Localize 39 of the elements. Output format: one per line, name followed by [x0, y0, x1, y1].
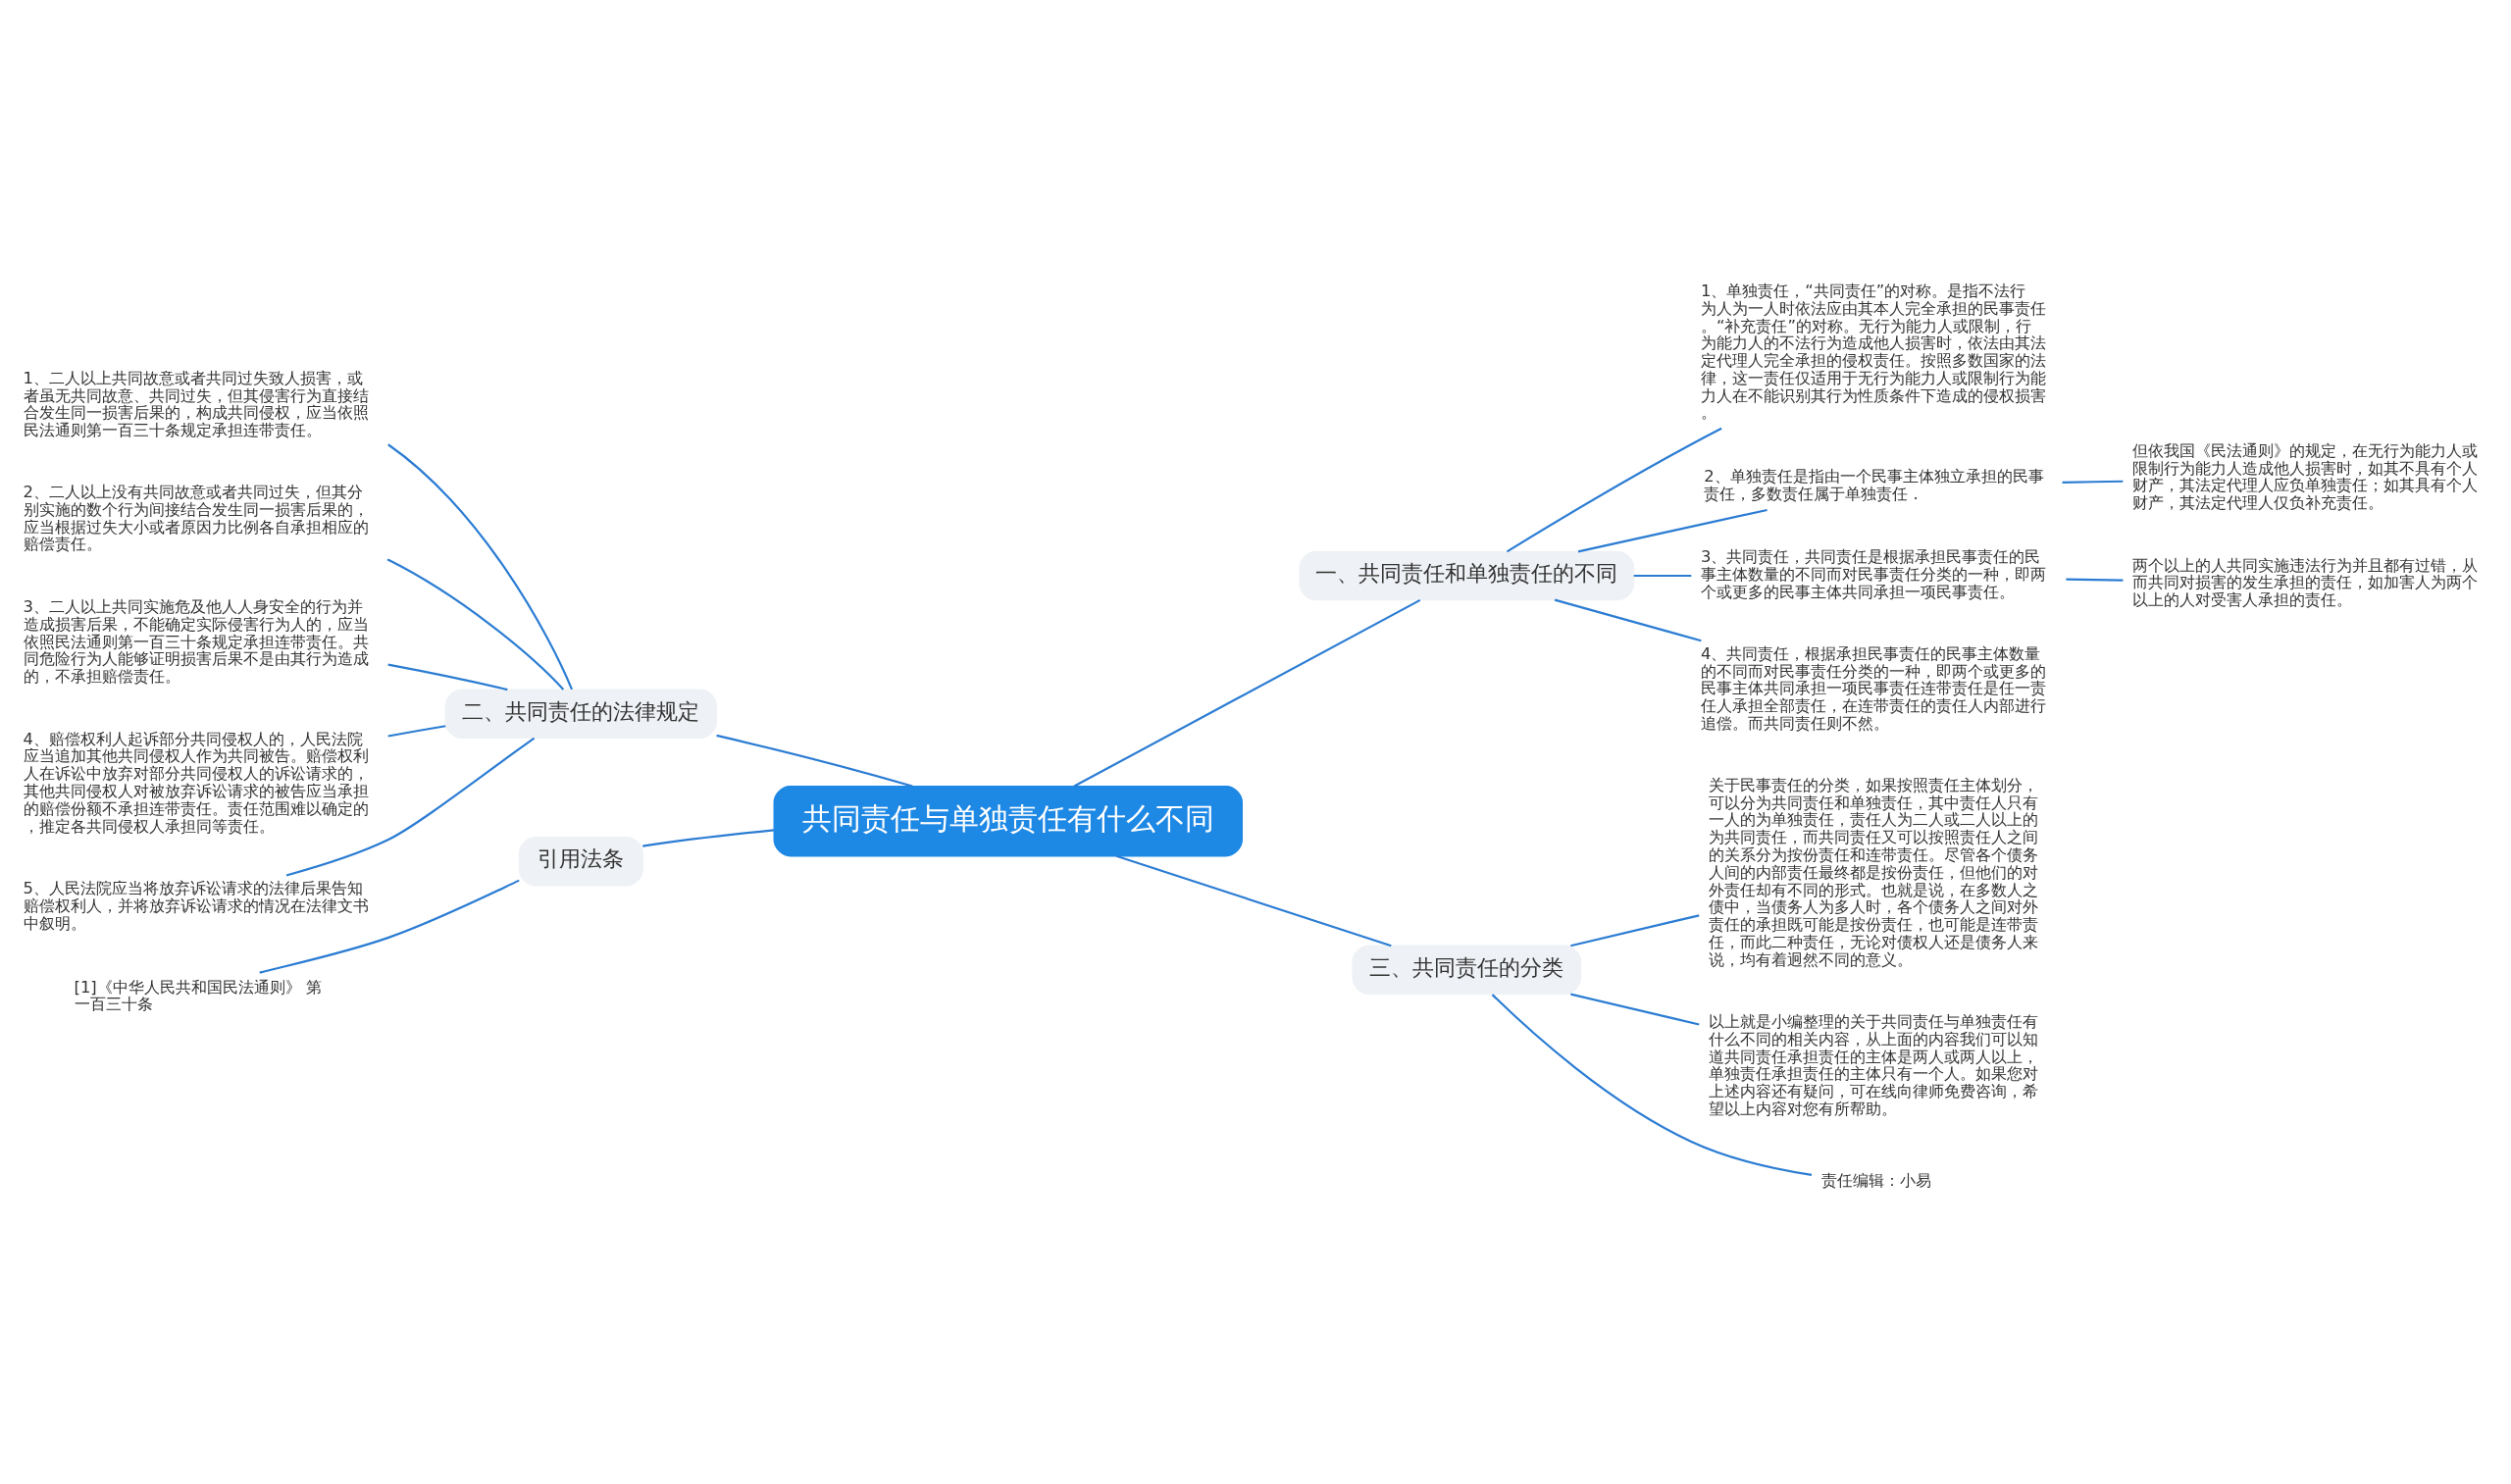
node-box: 共同责任与单独责任有什么不同: [773, 785, 1243, 857]
node-text: 3、二人以上共同实施危及他人人身安全的行为并造成损害后果，不能确定实际侵害行为人的，应当依照民法通则第一百三十条规定承担连带责任。共同危险行为人能够证明损害后果不是由其行为造成的，不承担赔偿责任。: [23, 597, 369, 687]
connector: [259, 879, 520, 974]
connector: [285, 737, 536, 877]
connector: [1577, 508, 1768, 553]
node-text: 1、二人以上共同故意或者共同过失致人损害，或者虽无共同故意、共同过失，但其侵害行为直接结合发生同一损害后果的，构成共同侵权，应当依照民法通则第一百三十条规定承担连带责任。: [23, 368, 369, 440]
node-text: 5、人民法院应当将放弃诉讼请求的法律后果告知赔偿权利人，并将放弃诉讼请求的情况在法律文书中叙明。: [23, 879, 369, 933]
node-text: 1、单独责任，“共同责任”的对称。是指不法行为人为一人时依法应由其本人完全承担的民事责任。“补充责任”的对称。无行为能力人或限制，行为能力人的不法行为造成他人损害时，依法由其法定代理人完全承担的侵权责任。按照多数国家的法律，这一责任仅适用于无行为能力人或限制行为能力人在不能识别其行为性质条件下造成的侵权损害。: [1700, 281, 2046, 423]
connector: [1633, 574, 1692, 578]
node-text: 责任编辑：小易: [1820, 1171, 1931, 1191]
connector: [387, 443, 574, 691]
connector: [1491, 994, 1813, 1176]
connector: [387, 663, 508, 691]
node-text: 两个以上的人共同实施违法行为并且都有过错，从而共同对损害的发生承担的责任，如加害人为两个以上的人对受害人承担的责任。: [2132, 555, 2479, 610]
node-box: 三、共同责任的分类: [1352, 945, 1582, 996]
node-text: 但依我国《民法通则》的规定，在无行为能力人或限制行为能力人造成他人损害时，如其不具有个人财产，其法定代理人应负单独责任；如其具有个人财产，其法定代理人仅负补充责任。: [2132, 440, 2479, 513]
connector: [2066, 578, 2124, 582]
node-text: 4、共同责任，根据承担民事责任的民事主体数量的不同而对民事责任分类的一种，即两个或更多的民事主体共同承担一项民事责任连带责任是任一责任人承担全部责任，在连带责任的责任人内部进行追偿。而共同责任则不然。: [1700, 643, 2046, 733]
connector: [716, 734, 913, 788]
node-text: 2、二人以上没有共同故意或者共同过失，但其分别实施的数个行为间接结合发生同一损害后果的，应当根据过失大小或者原因力比例各自承担相应的赔偿责任。: [23, 483, 369, 554]
connector: [386, 558, 565, 691]
connector: [642, 829, 775, 847]
node-text: 4、赔偿权利人起诉部分共同侵权人的，人民法院应当追加其他共同侵权人作为共同被告。赔偿权利人在诉讼中放弃对部分共同侵权人的诉讼请求的，其他共同侵权人对被放弃诉讼请求的被告应当承担的赔偿份额不承担连带责任。责任范围难以确定的，推定各共同侵权人承担同等责任。: [23, 729, 369, 836]
connector: [1570, 993, 1700, 1026]
connector: [1570, 914, 1700, 947]
connector: [387, 725, 446, 738]
node-text: 3、共同责任，共同责任是根据承担民事责任的民事主体数量的不同而对民事责任分类的一种，即两个或更多的民事主体共同承担一项民事责任。: [1700, 547, 2046, 601]
node-text: 2、单独责任是指由一个民事主体独立承担的民事责任，多数责任属于单独责任 .: [1704, 466, 2044, 503]
node-text: 关于民事责任的分类，如果按照责任主体划分，可以分为共同责任和单独责任，其中责任人只有一人的为单独责任，责任人为二人或二人以上的为共同责任，而共同责任又可以按照责任人之间的关系分为按份责任和连带责任。尽管各个债务人间的内部责任最终都是按份责任，但他们的对外责任却有不同的形式。也就是说，在多数人之债中，当债务人为多人时，各个债务人之间对外责任的承担既可能是按份责任，也可能是连带责任，而此二种责任，无论对债权人还是债务人来说，均有着迥然不同的意义。: [1709, 775, 2039, 969]
connector: [2062, 480, 2124, 484]
node-box: 引用法条: [518, 836, 643, 887]
connector: [1506, 427, 1722, 553]
node-text: [1]《中华人民共和国民法通则》 第一百三十条: [74, 977, 322, 1014]
connector: [1073, 598, 1421, 788]
node-text: 以上就是小编整理的关于共同责任与单独责任有什么不同的相关内容，从上面的内容我们可以知道共同责任承担责任的主体是两人或两人以上，单独责任承担责任的主体只有一个人。如果您对上述内容还有疑问，可在线向律师免费咨询，希望以上内容对您有所帮助。: [1709, 1012, 2039, 1119]
connector: [1115, 854, 1392, 947]
connector: [1554, 598, 1702, 642]
node-box: 一、共同责任和单独责任的不同: [1299, 550, 1635, 601]
node-box: 二、共同责任的法律规定: [444, 689, 718, 740]
